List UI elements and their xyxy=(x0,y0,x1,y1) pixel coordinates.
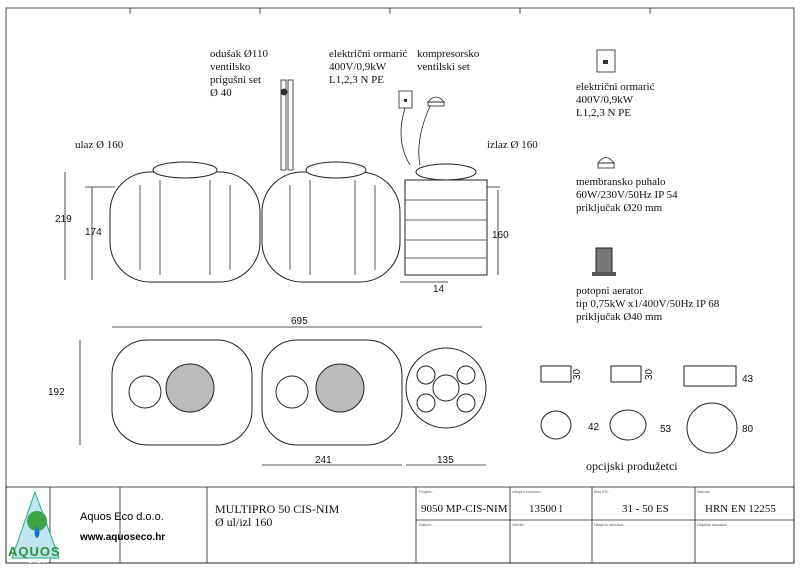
svg-text:GROUP: GROUP xyxy=(28,559,50,565)
svg-text:kompresorsko: kompresorsko xyxy=(417,48,480,60)
company-name: Aquos Eco d.o.o. xyxy=(80,511,164,523)
dim-gap: 14 xyxy=(433,284,445,295)
svg-text:Ø 40: Ø 40 xyxy=(210,87,232,99)
label-kompresor: kompresorsko ventilski set xyxy=(417,48,480,73)
title-fields: Projekt: 9050 MP-CIS-NIM Ukupni volumen:… xyxy=(419,489,776,527)
svg-text:ventilski set: ventilski set xyxy=(417,61,470,73)
svg-text:Projekt:: Projekt: xyxy=(419,489,433,494)
svg-text:L1,2,3 N PE: L1,2,3 N PE xyxy=(329,74,384,86)
svg-text:prigušni set: prigušni set xyxy=(210,74,261,86)
dim-total-height: 219 xyxy=(55,214,72,225)
compressor-icon xyxy=(418,96,445,166)
product-name: MULTIPRO 50 CIS-NIM xyxy=(215,502,340,516)
frame-ticks xyxy=(129,8,651,14)
top-view: 695 192 xyxy=(48,316,487,466)
extension-2-top xyxy=(609,409,647,441)
aquos-logo: AQUOS GROUP xyxy=(8,490,61,565)
product-inlet: Ø ul/izl 160 xyxy=(215,515,272,529)
svg-text:Broj ES:: Broj ES: xyxy=(594,489,609,494)
dim-width: 192 xyxy=(48,387,65,398)
label-aerator: potopni aerator tip 0,75kW x1/400V/50Hz … xyxy=(576,285,720,323)
tank-2-side xyxy=(261,171,401,283)
svg-text:priključak Ø40 mm: priključak Ø40 mm xyxy=(576,311,663,323)
svg-text:membransko puhalo: membransko puhalo xyxy=(576,176,666,188)
svg-text:400V/0,9kW: 400V/0,9kW xyxy=(576,94,634,106)
title-block xyxy=(5,486,795,564)
svg-text:tip 0,75kW x1/400V/50Hz IP 68: tip 0,75kW x1/400V/50Hz IP 68 xyxy=(576,298,720,310)
extensions xyxy=(540,365,738,454)
label-ormaric-right: električni ormarić 400V/0,9kW L1,2,3 N P… xyxy=(576,81,655,119)
label-odusak: odušak Ø110 ventilsko prigušni set Ø 40 xyxy=(210,48,268,99)
electrical-cabinet-icon xyxy=(398,90,413,166)
svg-text:400V/0,9kW: 400V/0,9kW xyxy=(329,61,387,73)
dim-length: 695 xyxy=(291,316,308,327)
svg-text:Uredio:: Uredio: xyxy=(512,522,525,527)
company-website: www.aquoseco.hr xyxy=(79,532,165,543)
svg-text:Objekta stranica:: Objekta stranica: xyxy=(697,522,727,527)
extension-1-top xyxy=(540,410,572,440)
label-ormaric-top: električni ormarić 400V/0,9kW L1,2,3 N P… xyxy=(329,48,408,86)
dim-ext1-diameter: 42 xyxy=(588,422,600,433)
tank-3-side xyxy=(404,179,488,276)
svg-text:odušak Ø110: odušak Ø110 xyxy=(210,48,268,60)
svg-text:Norma:: Norma: xyxy=(697,489,710,494)
svg-text:priključak Ø20 mm: priključak Ø20 mm xyxy=(576,202,663,214)
label-izlaz: izlaz Ø 160 xyxy=(487,139,538,151)
tank-1-side xyxy=(109,171,261,283)
dim-ext1-height: 30 xyxy=(572,368,583,380)
dim-ext2-diameter: 53 xyxy=(660,424,672,435)
svg-text:električni ormarić: električni ormarić xyxy=(576,81,655,93)
extension-3-side xyxy=(683,365,737,387)
dim-ext3-diameter: 80 xyxy=(742,424,754,435)
label-puhalo: membransko puhalo 60W/230V/50Hz IP 54 pr… xyxy=(576,176,678,214)
dim-spacing: 241 xyxy=(315,455,332,466)
extension-3-top xyxy=(686,402,738,454)
label-optional-extensions: opcijski produžetci xyxy=(586,459,678,473)
extension-1-side xyxy=(540,365,572,383)
svg-text:Ukupni volumen:: Ukupni volumen: xyxy=(512,489,542,494)
dim-ext2-height: 30 xyxy=(644,368,655,380)
svg-text:AQUOS: AQUOS xyxy=(8,544,61,559)
dim-body-height: 174 xyxy=(85,227,102,238)
norm-value: HRN EN 12255 xyxy=(705,503,776,515)
svg-text:Datum:: Datum: xyxy=(419,522,432,527)
project-value: 9050 MP-CIS-NIM xyxy=(421,503,508,515)
pe-value: 31 - 50 ES xyxy=(622,503,669,515)
label-ulaz: ulaz Ø 160 xyxy=(75,139,124,151)
svg-text:ventilsko: ventilsko xyxy=(210,61,251,73)
vent-pipe xyxy=(280,79,294,171)
cabinet-legend-icon xyxy=(596,49,616,73)
side-view xyxy=(64,161,500,283)
svg-text:električni ormarić: električni ormarić xyxy=(329,48,408,60)
svg-text:60W/230V/50Hz IP 54: 60W/230V/50Hz IP 54 xyxy=(576,189,678,201)
svg-text:L1,2,3 N PE: L1,2,3 N PE xyxy=(576,107,631,119)
svg-text:potopni aerator: potopni aerator xyxy=(576,285,643,297)
dim-third-diameter: 135 xyxy=(437,455,454,466)
dim-ext3-height: 43 xyxy=(742,374,754,385)
svg-text:Ukupno stranica:: Ukupno stranica: xyxy=(594,522,624,527)
volume-value: 13500 l xyxy=(529,503,562,515)
aerator-icon xyxy=(592,247,616,276)
dim-third-height: 160 xyxy=(492,230,509,241)
blower-icon xyxy=(597,157,615,169)
extension-2-side xyxy=(610,365,642,383)
